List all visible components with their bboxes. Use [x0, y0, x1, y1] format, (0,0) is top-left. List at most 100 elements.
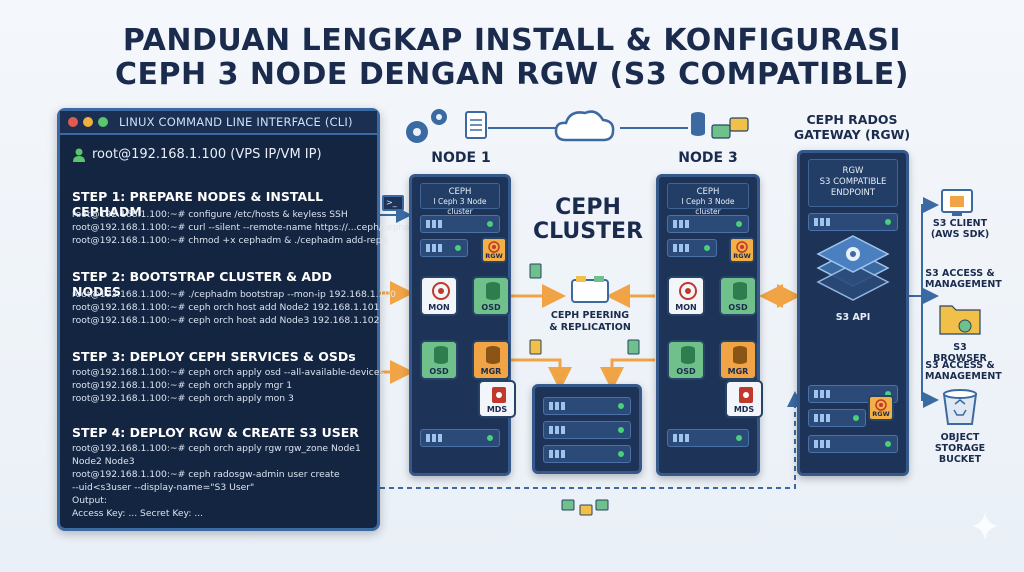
osd-icon [434, 346, 448, 364]
node-3-slot-2 [667, 239, 717, 257]
node-1-rack: CEPH I Ceph 3 Node cluster [409, 174, 511, 476]
peering-label-line1: CEPH PEERING [550, 310, 630, 321]
node-3-osd-bottom: OSD [667, 340, 705, 380]
node-1-header: CEPH I Ceph 3 Node cluster [420, 183, 500, 216]
step-4-cmd-2: Node2 Node3 [72, 456, 135, 467]
step-2-title: STEP 2: BOOTSTRAP CLUSTER & ADD NODES [72, 269, 332, 299]
step-3-cmd-2: root@192.168.1.100:~# ceph orch apply mg… [72, 380, 293, 391]
node-3-header: CEPH I Ceph 3 Node cluster [667, 183, 749, 216]
cli-title-bar: LINUX COMMAND LINE INTERFACE (CLI) [60, 111, 377, 135]
gateway-header-line2: S3 COMPATIBLE [819, 177, 887, 187]
step-4-cmd-1: root@192.168.1.100:~# ceph orch apply rg… [72, 443, 361, 454]
node-1-mds-label: MDS [486, 405, 508, 414]
page-title-line-1: PANDUAN LENGKAP INSTALL & KONFIGURASI [122, 23, 902, 58]
rgw-icon [875, 399, 887, 411]
s3-browser-folder-icon [939, 305, 981, 335]
mon-icon [679, 282, 697, 300]
bucket-icon [942, 389, 978, 425]
link-client-1 [908, 197, 939, 297]
gateway-header-line3: ENDPOINT [830, 188, 876, 198]
s3-client-icon [941, 189, 973, 216]
gateway-header-line1: RGW [842, 166, 864, 176]
cli-prompt-row: root@192.168.1.100 (VPS IP/VM IP) [72, 147, 322, 162]
client-5-line1: OBJECT [940, 432, 980, 443]
mon-icon [432, 282, 450, 300]
bottom-folders-icon [561, 499, 609, 516]
gateway-api-label: S3 API [835, 312, 871, 323]
step-2-cmd-2: root@192.168.1.100:~# ceph orch host add… [72, 302, 380, 313]
node-1-osd-bottom-label: OSD [429, 367, 449, 376]
node-1-header-line2: I Ceph 3 Node cluster [433, 197, 487, 216]
node-1-osd-top-label: OSD [481, 303, 501, 312]
node-1-mgr-label: MGR [480, 367, 502, 376]
page-title-line-2: CEPH 3 NODE DENGAN RGW (S3 COMPATIBLE) [115, 57, 909, 92]
osd-icon [681, 346, 695, 364]
node-3-mds: MDS [725, 380, 763, 418]
cli-prompt: root@192.168.1.100 (VPS IP/VM IP) [92, 147, 322, 162]
minimize-dot-icon [83, 117, 93, 127]
node-3-header-line1: CEPH [696, 187, 720, 197]
sparkle-icon [972, 512, 998, 540]
client-4-line2: MANAGEMENT [925, 371, 1002, 382]
mds-icon [492, 387, 506, 403]
client-2-line2: MANAGEMENT [925, 279, 1002, 290]
node-1-mon: MON [420, 276, 458, 316]
user-icon [73, 148, 85, 162]
peering-label-line2: & REPLICATION [549, 322, 631, 333]
node-3-rgw-label: RGW [733, 252, 751, 260]
link-client-3 [921, 296, 939, 408]
cluster-label-line1: CEPH [555, 195, 621, 220]
node-3-mds-label: MDS [733, 405, 755, 414]
mgr-icon [486, 346, 500, 364]
node-1-title: NODE 1 [431, 150, 491, 166]
client-3-line1: S3 BROWSER [933, 342, 987, 364]
step-3-cmd-1: root@192.168.1.100:~# ceph orch apply os… [72, 367, 385, 378]
arrow-step4 [380, 391, 803, 489]
gateway-title-line1: CEPH RADOS [806, 112, 898, 127]
step-4-cmd-4: --uid<s3user --display-name="S3 User" [72, 482, 255, 493]
node-3-rack: CEPH I Ceph 3 Node cluster [656, 174, 760, 476]
node-3-rgw-badge: RGW [729, 237, 755, 263]
cli-panel: LINUX COMMAND LINE INTERFACE (CLI) root@… [57, 108, 425, 531]
s3-api-icon [816, 235, 890, 301]
cluster-label-line2: CLUSTER [532, 219, 644, 244]
gateway-rgw-label: RGW [872, 410, 890, 418]
rgw-icon [488, 241, 500, 253]
node-3-header-line2: I Ceph 3 Node cluster [681, 197, 735, 216]
client-4-line1: S3 ACCESS & [925, 360, 995, 371]
gateway-slot-4 [808, 435, 898, 453]
gateway-header: RGW S3 COMPATIBLE ENDPOINT [808, 159, 898, 207]
gateway-slot-3 [808, 409, 866, 427]
node-3-mon: MON [667, 276, 705, 316]
step-1-cmd-3: root@192.168.1.100:~# chmod +x cephadm &… [72, 235, 388, 246]
mgr-icon [733, 346, 747, 364]
step-1-cmd-1: root@192.168.1.100:~# configure /etc/hos… [72, 209, 348, 220]
storage-slot-1 [543, 397, 631, 415]
step-1-cmd-2: root@192.168.1.100:~# curl --silent --re… [72, 222, 425, 233]
node-3-title: NODE 3 [678, 150, 738, 166]
node-3-slot-1 [667, 215, 749, 233]
gateway-title-line2: GATEWAY (RGW) [793, 127, 911, 142]
mds-icon [739, 387, 753, 403]
node-1-mgr: MGR [472, 340, 510, 380]
document-icon [465, 111, 487, 139]
node-3-slot-3 [667, 429, 749, 447]
node-3-osd-bottom-label: OSD [676, 367, 696, 376]
client-1-line1: S3 CLIENT [932, 218, 988, 229]
step-4-cmd-5: Output: [72, 495, 108, 506]
step-3-title: STEP 3: DEPLOY CEPH SERVICES & OSDs [72, 349, 356, 364]
gears-icon [406, 109, 447, 143]
node-1-header-line1: CEPH [448, 187, 472, 197]
step-1-title: STEP 1: PREPARE NODES & INSTALL CEPHADM [72, 189, 324, 219]
gateway-rgw-badge: RGW [868, 395, 894, 421]
database-icon [691, 112, 705, 136]
client-2-line1: S3 ACCESS & [925, 268, 995, 279]
step-4-cmd-6: Access Key: ... Secret Key: ... [72, 508, 204, 519]
storage-slot-2 [543, 421, 631, 439]
gateway-slot-1 [808, 213, 898, 231]
shared-storage-rack [532, 384, 642, 474]
